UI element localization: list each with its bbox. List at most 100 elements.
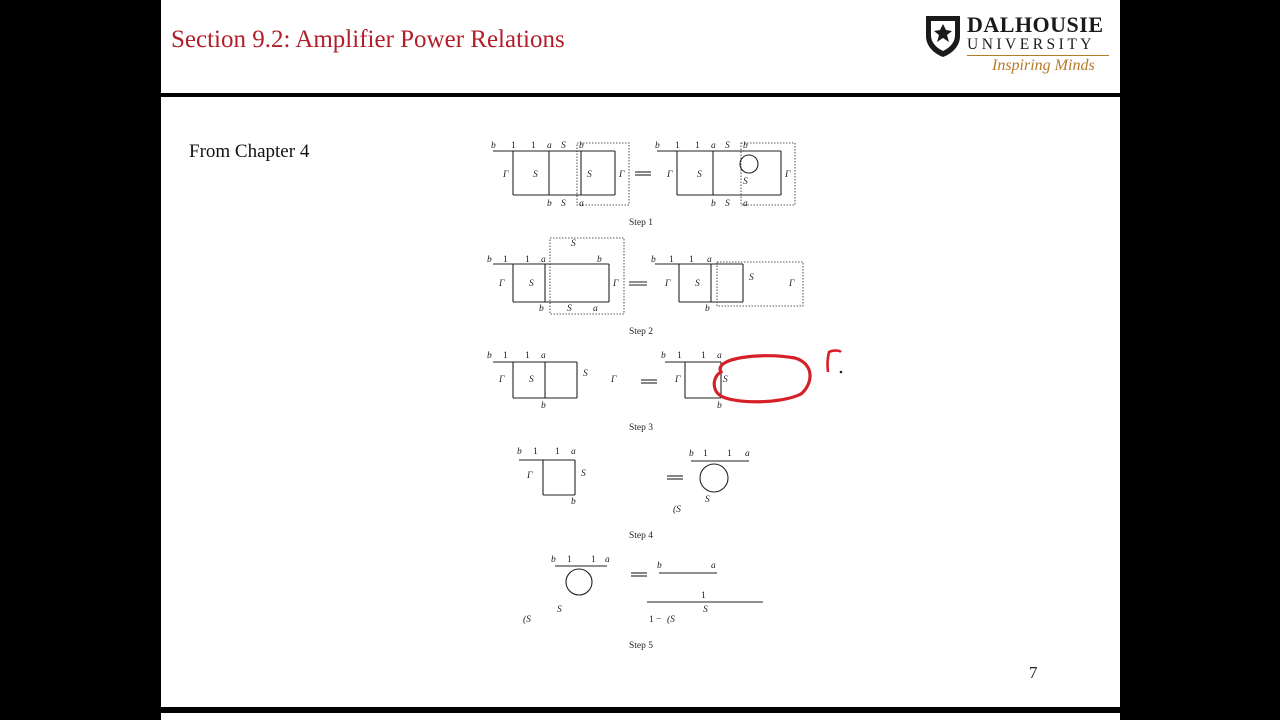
step-label: Step 2 [629,327,653,337]
svg-text:b: b [655,141,660,151]
svg-text:1: 1 [503,351,508,361]
svg-text:b: b [541,401,546,411]
svg-text:S: S [697,170,702,180]
svg-text:S: S [749,273,754,283]
svg-text:S: S [529,279,534,289]
svg-text:Γ: Γ [502,170,509,180]
step-label: Step 4 [629,531,653,541]
svg-text:b: b [551,555,556,565]
svg-text:Γ: Γ [610,375,617,385]
svg-text:b: b [717,401,722,411]
svg-text:(S: (S [523,614,531,625]
svg-text:a: a [579,199,584,209]
svg-text:1: 1 [689,255,694,265]
slide: Section 9.2: Amplifier Power Relations D… [161,0,1120,720]
svg-text:a: a [711,561,716,571]
svg-text:b: b [743,141,748,151]
svg-text:S: S [703,605,708,615]
svg-text:S: S [533,170,538,180]
step2-left-graph [493,237,625,315]
svg-text:b: b [711,199,716,209]
svg-text:b: b [487,351,492,361]
logo-tagline: Inspiring Minds [992,57,1095,74]
svg-text:1: 1 [677,351,682,361]
svg-text:S: S [561,141,566,151]
svg-text:a: a [547,141,552,151]
svg-text:a: a [745,449,750,459]
svg-text:a: a [571,447,576,457]
svg-text:S: S [557,605,562,615]
svg-text:b: b [579,141,584,151]
svg-text:Γ: Γ [666,170,673,180]
svg-text:1: 1 [727,449,732,459]
svg-text:Γ: Γ [498,279,505,289]
svg-text:1: 1 [703,449,708,459]
svg-text:1: 1 [695,141,700,151]
svg-text:Γ: Γ [526,471,533,481]
step1-right-graph [657,142,796,206]
svg-text:S: S [723,375,728,385]
svg-text:1: 1 [531,141,536,151]
step3-left-graph [493,361,578,399]
svg-text:(S: (S [667,614,675,625]
svg-text:b: b [661,351,666,361]
svg-text:1: 1 [555,447,560,457]
step4-left-graph [519,459,576,496]
svg-text:1: 1 [591,555,596,565]
svg-text:b: b [539,304,544,314]
svg-text:a: a [743,199,748,209]
svg-text:1 −: 1 − [649,615,661,625]
svg-text:a: a [593,304,598,314]
svg-text:a: a [605,555,610,565]
svg-text:S: S [725,141,730,151]
svg-text:1: 1 [511,141,516,151]
svg-text:S: S [705,495,710,505]
transform-arrows [629,171,683,577]
svg-text:S: S [743,177,748,187]
svg-text:1: 1 [701,351,706,361]
svg-text:Γ: Γ [788,279,795,289]
logo-divider [967,55,1109,56]
svg-text:Γ: Γ [674,375,681,385]
svg-text:S: S [695,279,700,289]
svg-text:1: 1 [669,255,674,265]
body-text: From Chapter 4 [189,141,310,162]
footer-rule [161,707,1120,713]
svg-text:1: 1 [525,255,530,265]
svg-text:b: b [651,255,656,265]
svg-text:S: S [571,239,576,249]
svg-text:S: S [587,170,592,180]
header-rule [161,93,1120,97]
logo-name: DALHOUSIE [967,12,1104,37]
svg-text:S: S [567,304,572,314]
step1-left-graph [493,142,630,206]
step5-right-graph [647,572,763,603]
svg-text:S: S [581,469,586,479]
crest-icon [926,16,960,57]
svg-text:b: b [487,255,492,265]
svg-text:a: a [707,255,712,265]
svg-text:1: 1 [503,255,508,265]
svg-text:a: a [541,255,546,265]
svg-text:1: 1 [701,591,706,601]
svg-text:b: b [547,199,552,209]
svg-text:1: 1 [525,351,530,361]
svg-text:S: S [725,199,730,209]
svg-text:S: S [583,369,588,379]
step3-right-graph [665,361,722,399]
svg-text:a: a [541,351,546,361]
svg-text:b: b [597,255,602,265]
svg-text:a: a [717,351,722,361]
svg-text:1: 1 [567,555,572,565]
svg-text:Γ: Γ [784,170,791,180]
svg-text:b: b [571,497,576,507]
step-label: Step 1 [629,218,653,228]
svg-text:b: b [657,561,662,571]
step5-left-graph [555,565,607,596]
step4-right-graph [691,460,749,493]
svg-text:S: S [561,199,566,209]
svg-text:(S: (S [673,504,681,515]
svg-text:Γ: Γ [664,279,671,289]
svg-text:Γ: Γ [498,375,505,385]
